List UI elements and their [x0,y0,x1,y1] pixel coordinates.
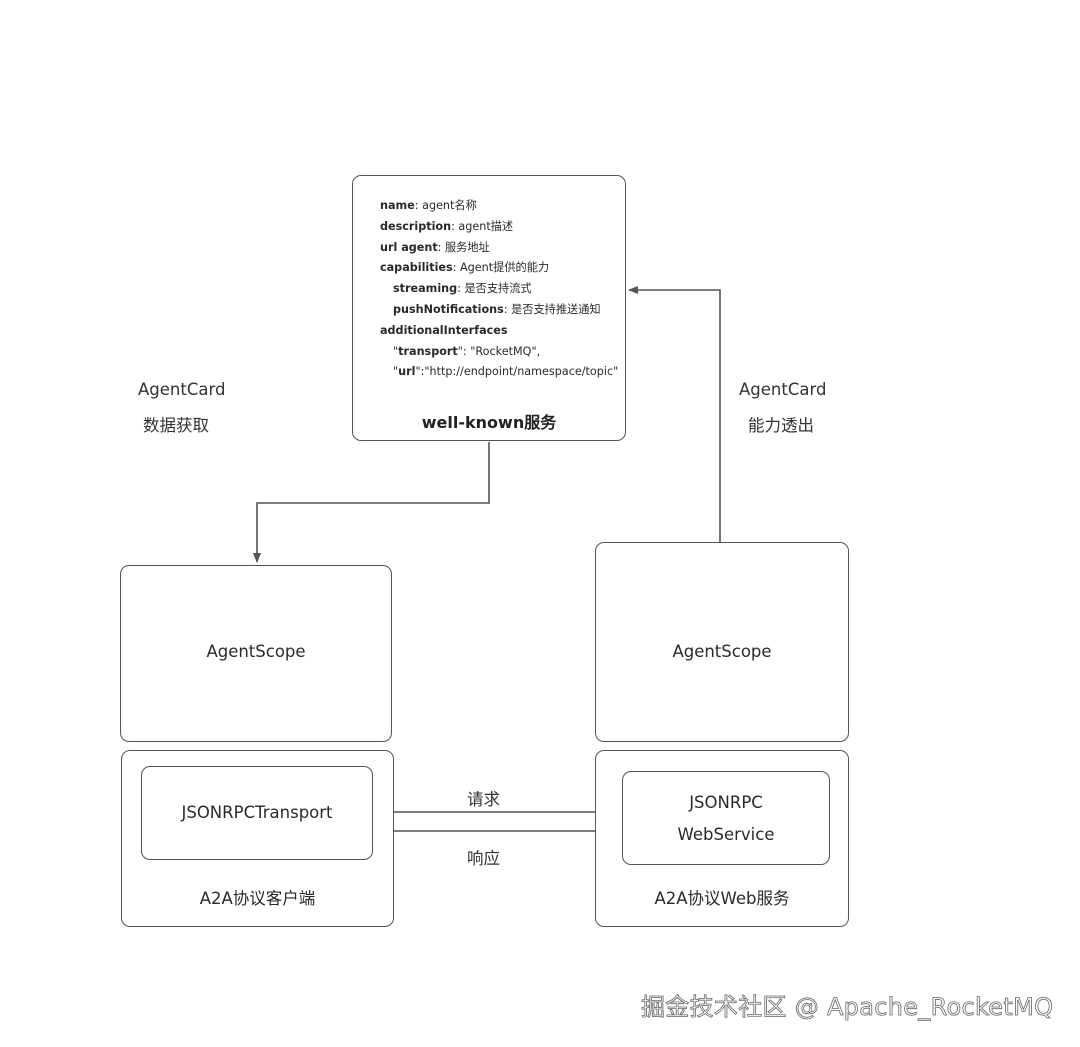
right-label-agentcard: AgentCard [739,380,827,399]
right-label-expose: 能力透出 [748,416,814,435]
left-label-agentcard: AgentCard [138,380,226,399]
field-additional-interfaces: additionalInterfaces [380,323,508,337]
a2a-client-title: A2A协议客户端 [199,889,316,908]
expose-agentcard-arrow [628,286,721,542]
left-label-fetch: 数据获取 [143,416,209,435]
jsonrpc-webservice-line1: JSONRPC [689,793,763,812]
agentscope-client-label: AgentScope [206,642,306,661]
fetch-agentcard-arrow [253,442,490,563]
watermark: 掘金技术社区 @ Apache_RocketMQ [641,993,1054,1022]
jsonrpc-transport-label: JSONRPCTransport [181,803,333,822]
jsonrpc-webservice-box: JSONRPC WebService [622,771,830,865]
request-label: 请求 [467,790,500,809]
well-known-title: well-known服务 [421,413,557,432]
field-url: "url":"http://endpoint/namespace/topic" [393,365,619,379]
jsonrpc-webservice-line2: WebService [677,825,775,844]
a2a-web-service-title: A2A协议Web服务 [654,889,790,908]
response-label: 响应 [467,849,500,868]
agentscope-server-box: AgentScope [595,542,849,742]
agentscope-client-box: AgentScope [120,565,392,742]
agentscope-server-label: AgentScope [672,642,772,661]
field-transport: "transport": "RocketMQ", [393,344,541,358]
field-name: name: agent名称 [380,199,477,212]
agentcard-fields: name: agent名称 description: agent描述 url a… [380,196,618,383]
field-capabilities: capabilities: Agent提供的能力 [380,261,550,275]
well-known-service-box: name: agent名称 description: agent描述 url a… [352,175,626,441]
jsonrpc-transport-box: JSONRPCTransport [141,766,373,860]
field-description: description: agent描述 [380,219,514,233]
field-streaming: streaming: 是否支持流式 [393,282,532,296]
field-push-notifications: pushNotifications: 是否支持推送通知 [393,302,601,316]
field-url-agent: url agent: 服务地址 [380,240,490,254]
